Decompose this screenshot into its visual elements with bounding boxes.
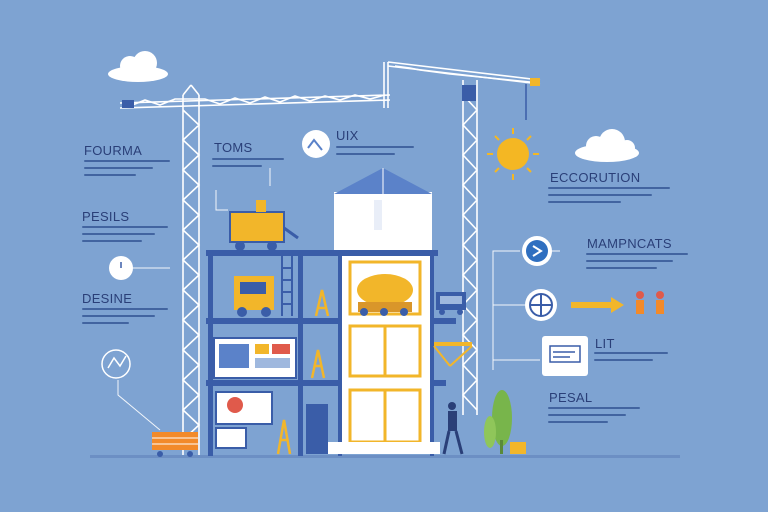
- label-eccorution: ECCORUTION: [550, 170, 641, 185]
- label-desine: DESINE: [82, 291, 133, 306]
- label-lit: LIT: [595, 336, 615, 351]
- cement-mixer-icon: [357, 274, 413, 316]
- label-pesils: PESILS: [82, 209, 130, 224]
- people-icon: [636, 291, 664, 314]
- tree-icon: [484, 390, 526, 454]
- label-toms: TOMS: [214, 140, 253, 155]
- crane-cab: [462, 85, 476, 101]
- label-pesal: PESAL: [549, 390, 593, 405]
- text-lines: [586, 253, 688, 274]
- crane-counterweight: [122, 100, 134, 108]
- text-lines: [82, 226, 168, 247]
- arrow-bar: [571, 302, 611, 308]
- text-lines: [548, 187, 670, 208]
- sun-icon: [487, 128, 539, 180]
- crane-icon: [119, 84, 391, 455]
- text-lines: [212, 158, 284, 172]
- cloud-icon: [575, 129, 639, 162]
- worker-icon: [442, 402, 464, 455]
- label-fourma: FOURMA: [84, 143, 143, 158]
- crane-icon: [383, 61, 541, 415]
- screen-icon: [542, 336, 588, 376]
- screen-icon: [215, 391, 273, 425]
- text-lines: [84, 160, 170, 181]
- generator-icon: [436, 292, 466, 315]
- cart-icon: [152, 432, 198, 457]
- label-uix: UIX: [336, 128, 359, 143]
- text-lines: [336, 146, 414, 160]
- crane-tip: [530, 78, 540, 86]
- text-lines: [82, 308, 168, 329]
- connector-lines: [492, 250, 560, 370]
- label-mampncats: MAMPNCATS: [587, 236, 672, 251]
- connector-lines: [117, 168, 271, 431]
- excavator-icon: [229, 200, 299, 251]
- truck-icon: [234, 276, 274, 317]
- text-lines: [594, 352, 668, 366]
- chart-circle-icon: [101, 349, 131, 379]
- ground-line: [90, 455, 680, 458]
- text-lines: [548, 407, 640, 428]
- cloud-icon: [108, 51, 168, 82]
